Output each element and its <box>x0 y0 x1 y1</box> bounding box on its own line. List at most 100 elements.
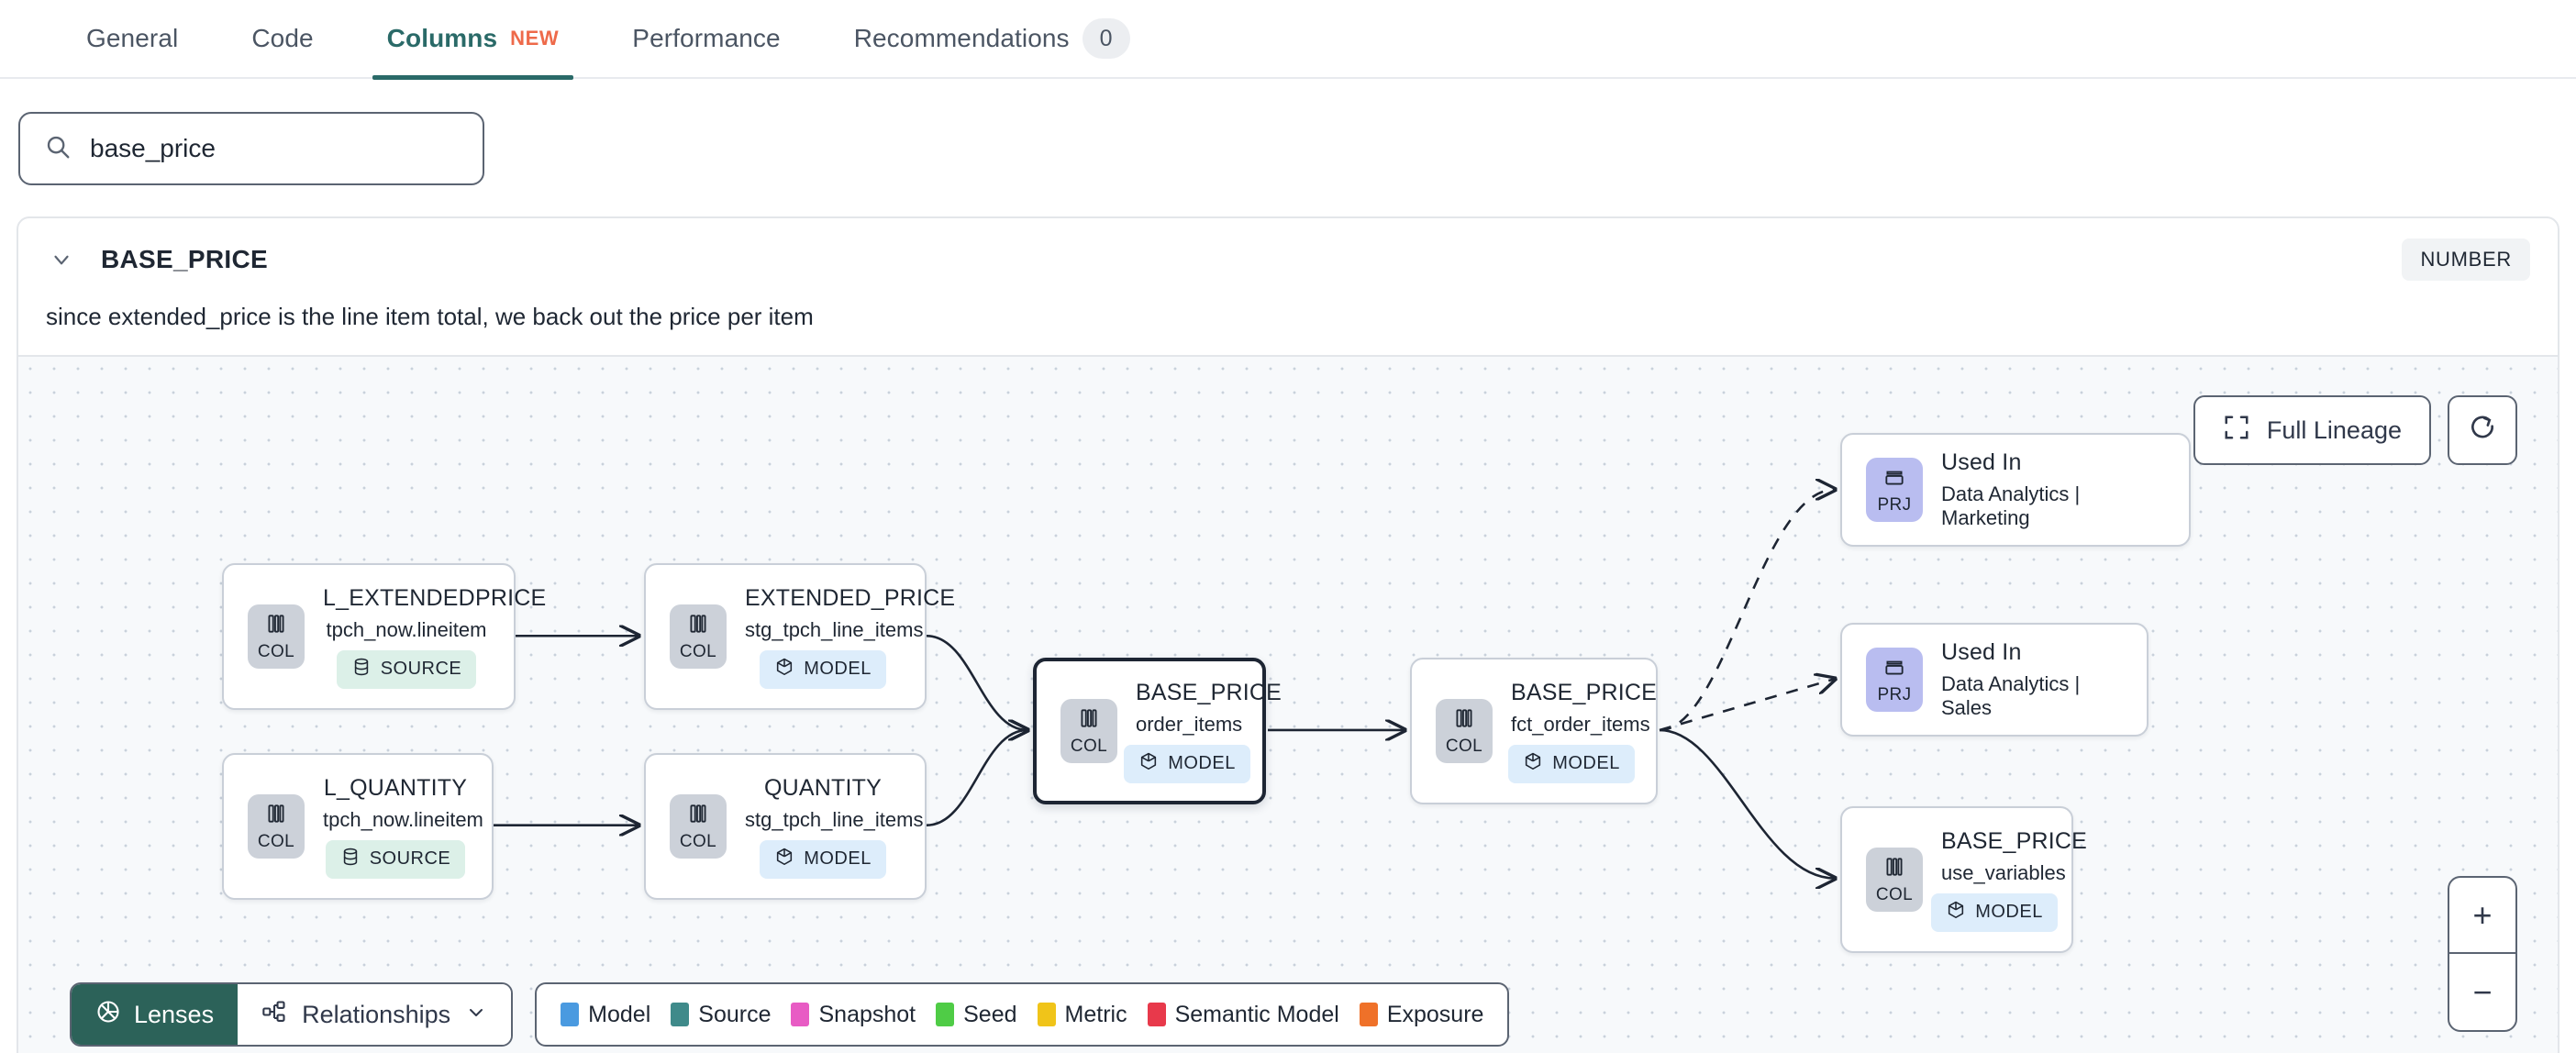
node-tag-model: MODEL <box>1124 744 1250 783</box>
cube-icon <box>1523 751 1543 777</box>
column-icon <box>1452 706 1476 735</box>
column-header: BASE_PRICE NUMBER <box>18 218 2558 281</box>
legend-item-model[interactable]: Model <box>561 1002 650 1028</box>
node-tag-model: MODEL <box>760 839 886 879</box>
node-tag-model: MODEL <box>1931 892 2058 932</box>
database-icon <box>351 657 372 682</box>
node-type-badge-col: COL <box>248 794 305 859</box>
tab-columns[interactable]: Columns NEW <box>350 0 596 80</box>
cube-icon <box>1946 900 1966 926</box>
lineage-node-prj_marketing[interactable]: PRJ Used In Data Analytics | Marketing <box>1840 433 2191 547</box>
relationships-button[interactable]: Relationships <box>238 984 512 1045</box>
column-description: since extended_price is the line item to… <box>46 303 814 330</box>
node-name: BASE_PRICE <box>1511 679 1658 705</box>
node-name: QUANTITY <box>764 774 882 801</box>
node-subtitle: order_items <box>1136 712 1243 736</box>
column-icon <box>686 802 710 830</box>
search-icon <box>44 133 72 165</box>
tab-bar: General Code Columns NEW Performance Rec… <box>0 0 2576 80</box>
tab-recommendations[interactable]: Recommendations 0 <box>817 0 1167 78</box>
tab-general[interactable]: General <box>50 0 215 78</box>
lineage-edges <box>494 357 2558 1053</box>
legend-item-seed[interactable]: Seed <box>936 1001 1017 1028</box>
column-type-badge: NUMBER <box>2402 238 2530 281</box>
node-name: Used In <box>1941 639 2022 665</box>
legend-label: Seed <box>963 1001 1017 1027</box>
graph-legend: Model Source Snapshot Seed Metric Semantic Mo… <box>535 982 1510 1047</box>
node-tag-label: MODEL <box>1552 753 1620 773</box>
search-box[interactable] <box>18 112 484 185</box>
node-type-badge-prj: PRJ <box>1866 648 1923 712</box>
zoom-in-button[interactable]: + <box>2449 878 2515 954</box>
node-type-badge-col: COL <box>670 604 727 669</box>
nodes-icon <box>261 999 287 1031</box>
node-subtitle: stg_tpch_line_items <box>745 617 924 641</box>
node-tag-label: MODEL <box>804 848 872 869</box>
node-type-badge-label: PRJ <box>1877 494 1912 515</box>
node-subtitle: Data Analytics | Marketing <box>1941 482 2081 529</box>
full-lineage-label: Full Lineage <box>2266 416 2402 444</box>
chevron-down-icon <box>465 1001 487 1029</box>
legend-swatch <box>1147 1003 1166 1026</box>
node-subtitle: tpch_now.lineitem <box>326 617 487 641</box>
column-icon <box>264 612 288 640</box>
legend-item-metric[interactable]: Metric <box>1037 1001 1127 1028</box>
chevron-down-icon[interactable] <box>46 244 77 275</box>
refresh-button[interactable] <box>2448 395 2517 465</box>
legend-item-snapshot[interactable]: Snapshot <box>791 1002 916 1028</box>
tab-code[interactable]: Code <box>215 0 350 78</box>
tab-label: Columns <box>386 24 498 52</box>
cube-icon <box>774 657 794 682</box>
search-input[interactable] <box>88 133 459 164</box>
zoom-out-button[interactable]: − <box>2472 972 2493 1011</box>
node-type-badge-label: COL <box>1070 736 1108 756</box>
legend-swatch <box>936 1003 955 1026</box>
legend-item-semantic-model[interactable]: Semantic Model <box>1147 1002 1339 1028</box>
node-type-badge-label: COL <box>257 641 295 661</box>
lens-group: Lenses Relationships <box>70 982 514 1047</box>
node-subtitle: use_variables <box>1941 860 2066 884</box>
node-type-badge-label: COL <box>679 831 717 851</box>
graph-bottom-toolbar: Lenses Relationships <box>70 982 1510 1047</box>
node-type-badge-label: PRJ <box>1877 684 1912 704</box>
node-body: Used In Data Analytics | Marketing <box>1941 449 2165 530</box>
zoom-controls: + − <box>2448 876 2517 1032</box>
node-type-badge-prj: PRJ <box>1866 458 1923 522</box>
full-lineage-button[interactable]: Full Lineage <box>2193 395 2431 465</box>
node-tag-label: MODEL <box>1975 902 2043 922</box>
lenses-button[interactable]: Lenses <box>72 984 239 1045</box>
column-icon <box>264 802 288 830</box>
node-name: L_QUANTITY <box>323 774 468 801</box>
legend-label: Metric <box>1064 1001 1127 1027</box>
node-tag-model: MODEL <box>760 649 886 689</box>
column-icon <box>1077 706 1101 735</box>
node-tag-source: SOURCE <box>325 839 466 879</box>
node-tag-source: SOURCE <box>336 649 477 689</box>
legend-swatch <box>561 1003 580 1026</box>
node-type-badge-col: COL <box>248 604 305 669</box>
lineage-canvas[interactable]: Full Lineage + − <box>18 355 2558 1053</box>
legend-item-exposure[interactable]: Exposure <box>1359 1002 1483 1028</box>
node-subtitle: tpch_now.lineitem <box>323 807 483 831</box>
tab-performance[interactable]: Performance <box>595 0 816 78</box>
legend-label: Snapshot <box>818 1001 916 1027</box>
node-type-badge-col: COL <box>1436 699 1493 763</box>
node-name: Used In <box>1941 449 2022 475</box>
tab-label: Code <box>251 24 314 52</box>
project-stack-icon <box>1882 655 1906 683</box>
new-badge: NEW <box>510 27 560 50</box>
legend-item-source[interactable]: Source <box>671 1002 771 1028</box>
node-type-badge-col: COL <box>1060 699 1117 763</box>
relationships-label: Relationships <box>302 1000 451 1028</box>
